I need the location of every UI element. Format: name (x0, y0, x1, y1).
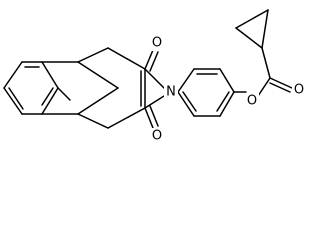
atom-labels: O N O O O (150, 35, 306, 144)
imide-nitrogen: N (166, 85, 176, 100)
chemical-structure: O N O O O (3, 9, 306, 144)
ester-group (233, 9, 293, 97)
ester-carbonyl-oxygen: O (294, 83, 304, 98)
carbonyl-oxygen-top: O (152, 36, 162, 51)
phenyl-ring (177, 68, 235, 117)
carbonyl-oxygen-bottom: O (152, 129, 162, 144)
benzene-ring (3, 61, 59, 115)
imide-carbonyl-bonds (144, 49, 165, 129)
bridged-core (41, 47, 146, 129)
ester-oxygen: O (247, 94, 257, 109)
